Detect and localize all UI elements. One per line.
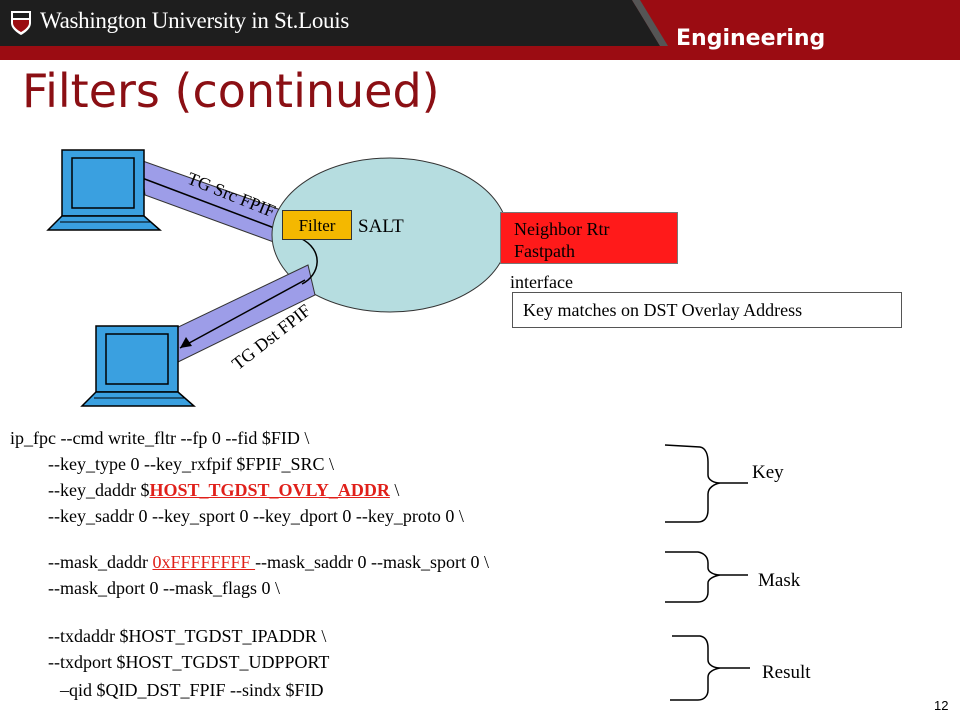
result-brace bbox=[670, 635, 750, 701]
salt-label: SALT bbox=[358, 216, 404, 237]
tg-dst-arrowhead-icon bbox=[180, 337, 192, 348]
code-line-2: --key_type 0 --key_rxfpif $FPIF_SRC \ bbox=[48, 454, 334, 474]
school-name: Engineering bbox=[676, 26, 826, 51]
neighbor-router-label: Neighbor Rtr Fastpath bbox=[514, 218, 609, 262]
result-brace-label: Result bbox=[762, 662, 811, 683]
code-line-3-prefix: --key_daddr $ bbox=[48, 480, 150, 500]
network-diagram bbox=[46, 149, 509, 407]
code-line-3-suffix: \ bbox=[389, 480, 400, 500]
tg-src-arrow-line bbox=[141, 177, 286, 233]
tg-dst-arrow-line bbox=[179, 279, 306, 349]
neighbor-router-box bbox=[500, 212, 678, 264]
header-bar: Washington University in St.Louis Engine… bbox=[0, 0, 960, 60]
code-line-7: --txdaddr $HOST_TGDST_IPADDR \ bbox=[48, 626, 327, 646]
mask-brace-label: Mask bbox=[758, 570, 801, 591]
filter-loop-path bbox=[299, 237, 318, 285]
neighbor-line-1: Neighbor Rtr bbox=[514, 219, 610, 239]
code-line-4: --key_saddr 0 --key_sport 0 --key_dport … bbox=[48, 506, 464, 526]
top-laptop-icon bbox=[46, 149, 162, 231]
code-line-6: --mask_dport 0 --mask_flags 0 \ bbox=[48, 578, 280, 598]
neighbor-interface-label: interface bbox=[510, 272, 573, 292]
key-matches-note: Key matches on DST Overlay Address bbox=[512, 292, 902, 328]
code-line-9: –qid $QID_DST_FPIF --sindx $FID bbox=[60, 680, 324, 700]
filter-box: Filter bbox=[282, 210, 352, 240]
code-line-8: --txdport $HOST_TGDST_UDPPORT bbox=[48, 652, 330, 672]
header-shape bbox=[0, 0, 668, 46]
key-brace-label: Key bbox=[752, 462, 784, 483]
university-shield-icon bbox=[11, 11, 31, 35]
code-line-3: --key_daddr $HOST_TGDST_OVLY_ADDR \ bbox=[48, 480, 399, 501]
ovly-addr-highlight: HOST_TGDST_OVLY_ADDR bbox=[149, 480, 390, 500]
neighbor-line-2: Fastpath bbox=[514, 241, 575, 261]
key-brace bbox=[664, 444, 748, 523]
mask-value-highlight: 0xFFFFFFFF bbox=[152, 552, 256, 572]
page-title: Filters (continued) bbox=[22, 64, 440, 118]
code-line-5-suffix: --mask_saddr 0 --mask_sport 0 \ bbox=[255, 552, 490, 572]
page-number: 12 bbox=[934, 698, 949, 713]
code-line-5-prefix: --mask_daddr bbox=[48, 552, 153, 572]
university-name: Washington University in St.Louis bbox=[40, 8, 349, 33]
bottom-laptop-icon bbox=[80, 325, 196, 407]
code-line-5: --mask_daddr 0xFFFFFFFF --mask_saddr 0 -… bbox=[48, 552, 489, 573]
mask-brace bbox=[665, 551, 748, 603]
code-line-1: ip_fpc --cmd write_fltr --fp 0 --fid $FI… bbox=[10, 428, 310, 448]
